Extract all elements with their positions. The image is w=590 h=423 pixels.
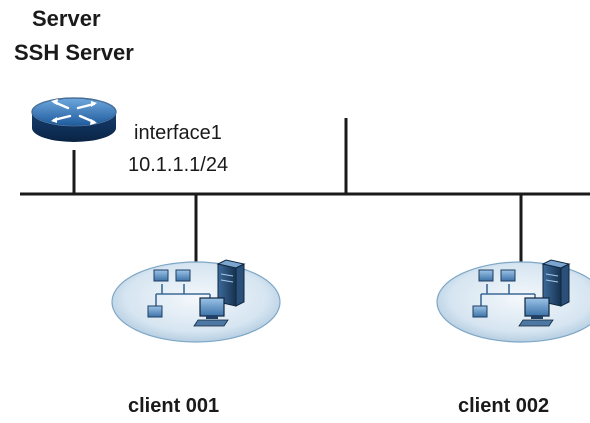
server-subtitle: SSH Server [14,40,134,65]
interface-name: interface1 [134,122,222,144]
interface-address: 10.1.1.1/24 [128,154,229,176]
router-icon [31,97,117,142]
lan-network-icon [436,259,590,343]
client-001-label: client 001 [128,395,220,417]
server-title: Server [32,6,101,31]
client-002-label: client 002 [458,395,550,417]
lan-network-icon [111,259,281,343]
